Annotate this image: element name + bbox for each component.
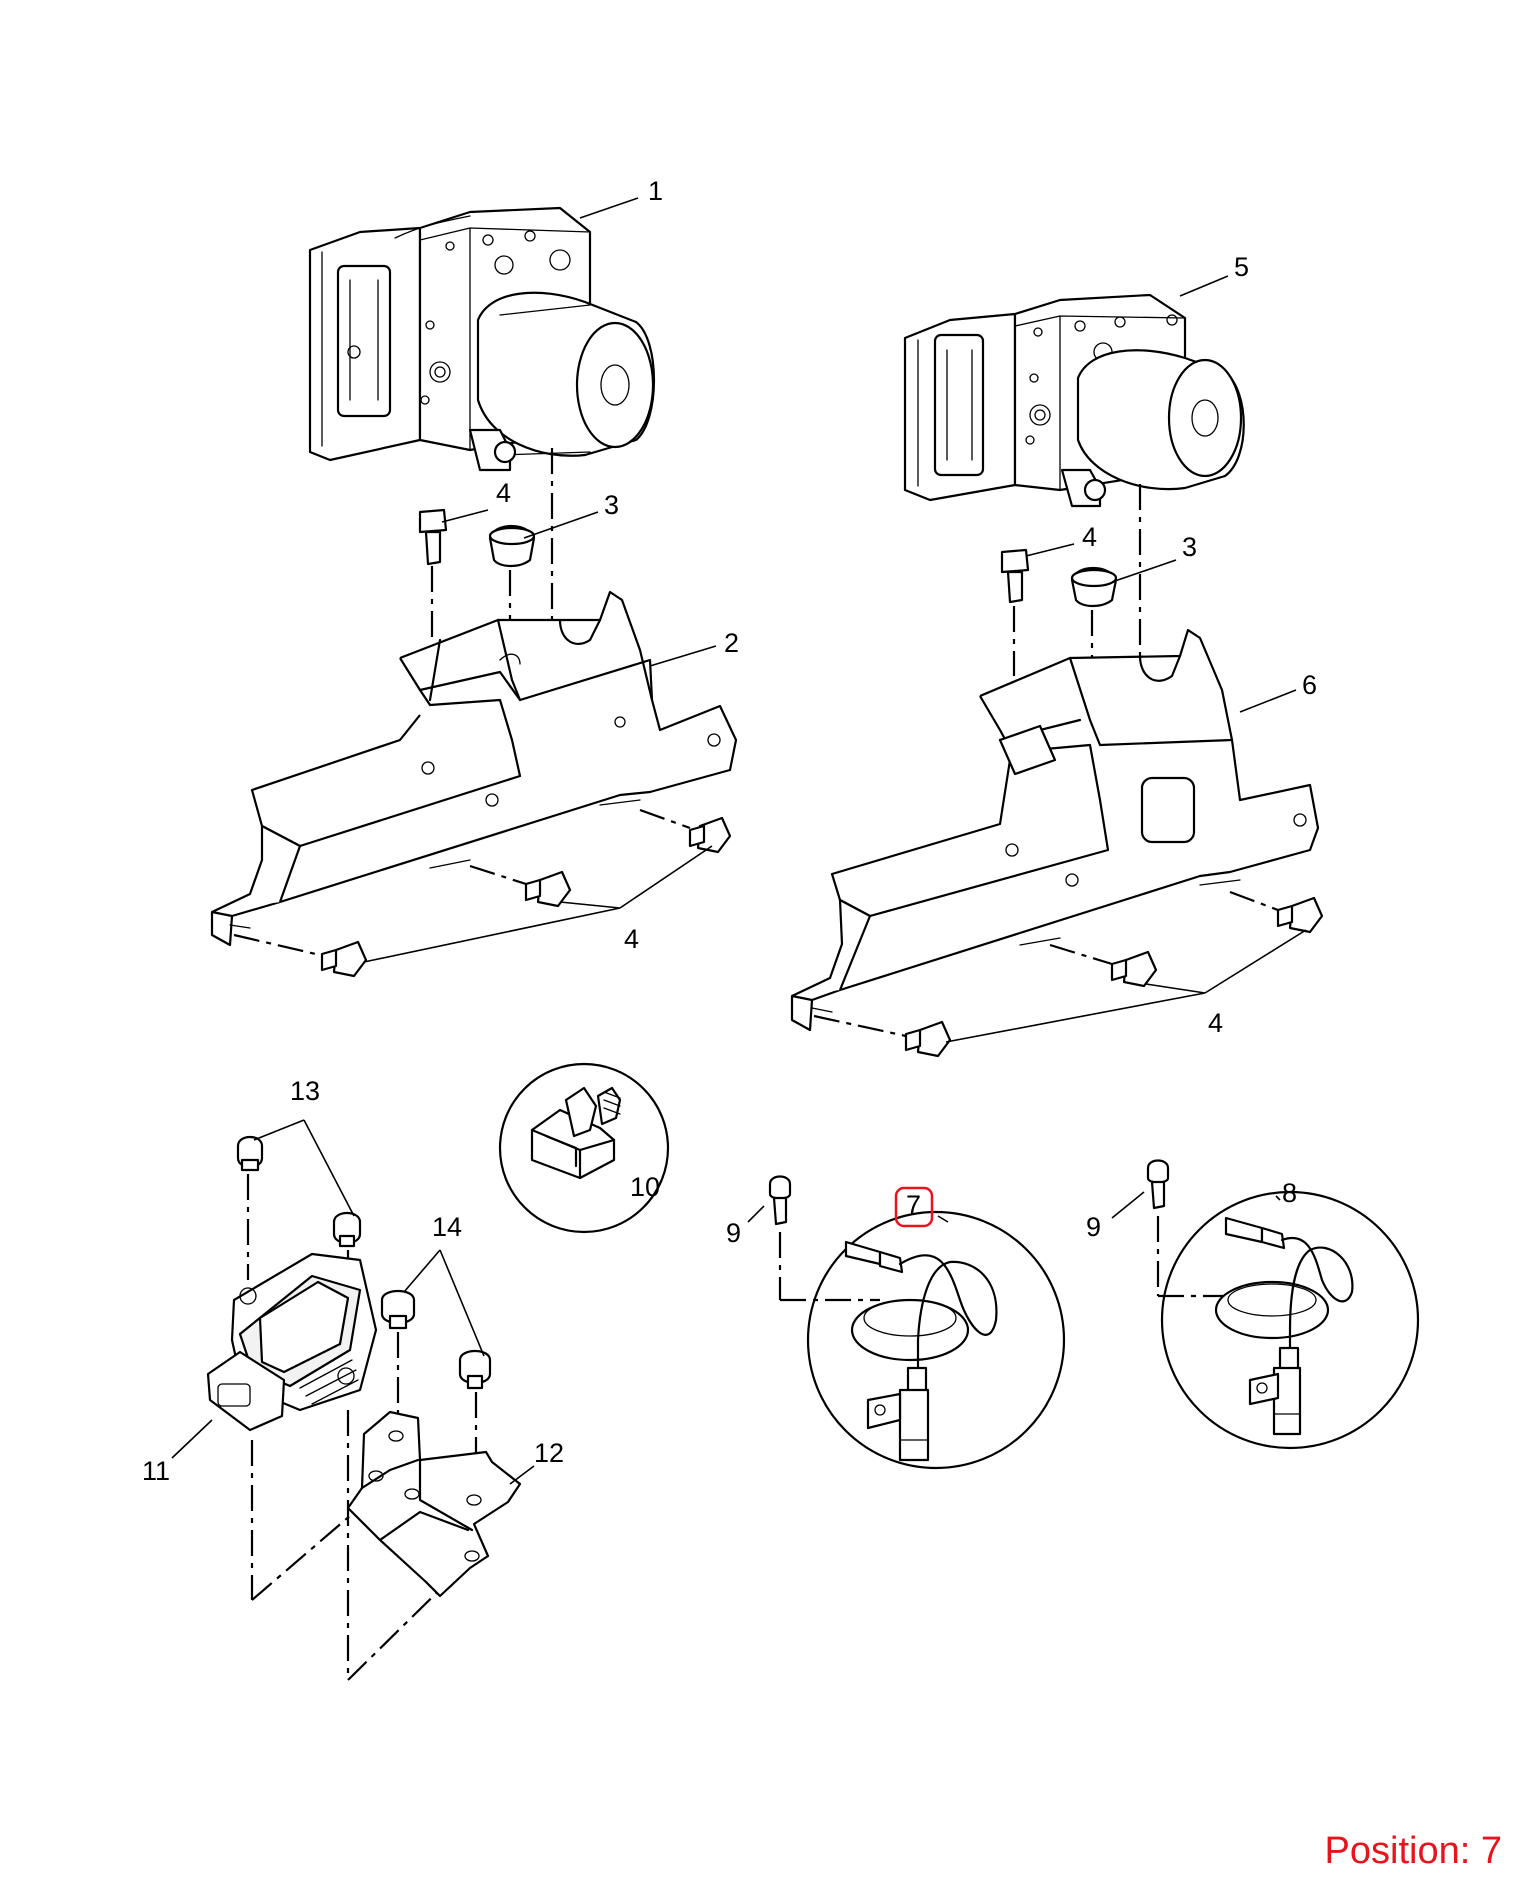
callout-5[interactable]: 5 [1234,252,1249,282]
callout-12[interactable]: 12 [534,1438,564,1468]
bolt-4-upper-left[interactable] [418,508,448,566]
bolt-4-upper-right[interactable] [1000,548,1030,604]
nut-13-b[interactable] [332,1211,362,1248]
bolt-9-left[interactable] [768,1175,792,1226]
bolt-4-left-b[interactable] [524,870,572,908]
clip-detail-part-10[interactable] [498,1062,670,1234]
callout-4-lower-left[interactable]: 4 [624,924,639,954]
abs-module-part-1[interactable] [308,206,656,472]
wheel-speed-sensor-part-8[interactable] [1160,1190,1420,1450]
yaw-sensor-part-11[interactable] [206,1252,378,1432]
nut-14-b[interactable] [458,1349,492,1390]
callout-7-highlight [894,1186,934,1228]
callout-4-upper-right[interactable]: 4 [1082,522,1097,552]
bracket-part-2[interactable] [210,590,738,947]
bolt-4-right-c[interactable] [904,1020,952,1058]
position-label: Position: 7 [1324,1830,1502,1872]
grommet-3-upper-left[interactable] [488,525,536,568]
callout-11[interactable]: 11 [142,1456,170,1486]
callout-3-upper-right[interactable]: 3 [1182,532,1197,562]
bolt-4-right-a[interactable] [1276,896,1324,934]
bracket-part-6[interactable] [790,628,1320,1032]
bolt-9-right[interactable] [1146,1159,1170,1210]
callout-9-right[interactable]: 9 [1086,1212,1101,1242]
callout-2[interactable]: 2 [724,628,739,658]
callout-7[interactable]: 7 [906,1190,921,1220]
callout-13[interactable]: 13 [290,1076,320,1106]
callout-3-upper-left[interactable]: 3 [604,490,619,520]
callout-4-upper-left[interactable]: 4 [496,478,511,508]
callout-10[interactable]: 10 [630,1172,660,1202]
callout-6[interactable]: 6 [1302,670,1317,700]
bolt-4-left-a[interactable] [688,816,732,854]
callout-1[interactable]: 1 [648,176,663,206]
callout-9-left[interactable]: 9 [726,1218,741,1248]
wheel-speed-sensor-part-7[interactable] [806,1210,1066,1470]
bolt-4-right-b[interactable] [1110,950,1158,988]
nut-14-a[interactable] [380,1289,416,1330]
bolt-4-left-c[interactable] [320,940,368,978]
grommet-3-upper-right[interactable] [1070,567,1118,608]
callout-8[interactable]: 8 [1282,1178,1297,1208]
bracket-part-12[interactable] [346,1410,522,1598]
nut-13-a[interactable] [236,1135,264,1172]
callout-4-lower-right[interactable]: 4 [1208,1008,1223,1038]
abs-module-part-5[interactable] [903,293,1245,508]
callout-14[interactable]: 14 [432,1212,462,1242]
